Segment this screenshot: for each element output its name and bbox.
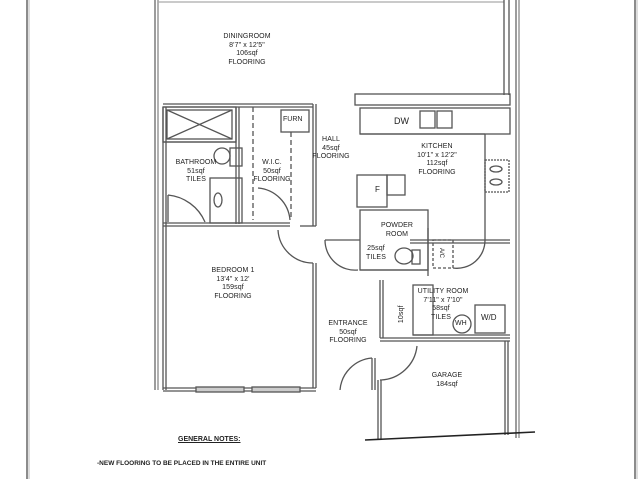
room-label-bedroom1: BEDROOM 1 13'4" x 12' 159sqf FLOORING [211,267,255,300]
room-label-garage: GARAGE 184sqf [431,372,463,388]
general-notes-item: -NEW FLOORING TO BE PLACED IN THE ENTIRE… [97,460,267,467]
room-label-bathroom: BATHROOM 51sqf TILES [175,159,217,183]
water-heater-label: WH [455,320,467,327]
washer-dryer-label: W/D [481,313,497,322]
room-label-utility-room-area: 58sqf TILES [431,305,451,321]
fridge-label: F [375,185,380,194]
dishwasher-label: DW [394,116,409,126]
room-label-hall: HALL 45sqf FLOORING [312,136,350,160]
ac-unit-label: A/C [438,247,445,259]
general-notes-title: GENERAL NOTES: [178,436,241,443]
room-label-closet: 10sqf [397,305,405,324]
room-label-powder-room: POWDER ROOM [380,222,414,238]
room-label-powder-room-area: 25sqf TILES [366,245,386,261]
room-label-wic: W.I.C. 50sqf FLOORING [253,159,291,183]
room-label-kitchen: KITCHEN 10'1" x 12'2" 112sqf FLOORING [417,143,457,176]
room-label-utility-room: UTILITY ROOM 7'11" x 7'10" [417,288,469,304]
furnace-label: FURN [283,116,303,123]
room-label-diningroom: DININGROOM 8'7" x 12'5" 106sqf FLOORING [223,33,271,66]
room-label-entrance: ENTRANCE 50sqf FLOORING [328,320,368,344]
